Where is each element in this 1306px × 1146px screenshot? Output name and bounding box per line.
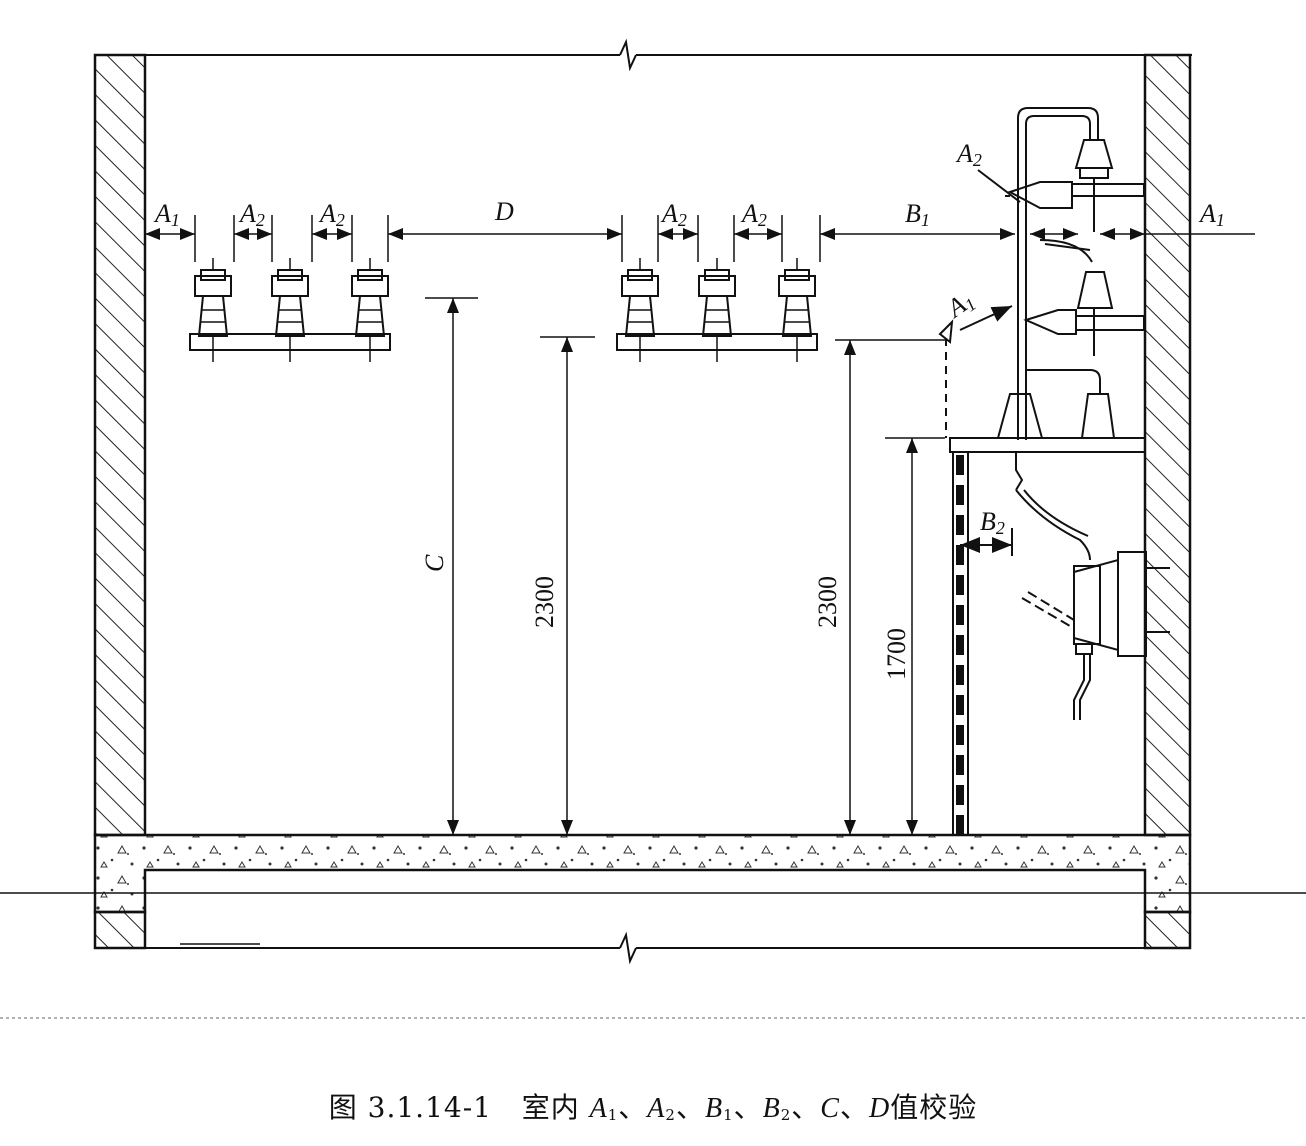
caption-b: B [762,1093,781,1124]
caption-b: B [704,1093,724,1124]
caption-a2-sub: 2 [665,1106,676,1124]
dim-2300-middle: 2300 [530,576,559,628]
caption-a1-sub: 1 [607,1106,619,1124]
ceiling-line [95,38,1192,72]
insulator-group-middle [616,257,818,363]
label-b2: B2 [980,507,1005,538]
left-wall [93,53,147,950]
figure-caption: 图 3.1.14-1 室内 A1、A2、B1、B2、C、D值校验 [0,1086,1306,1126]
caption-a: A [589,1093,608,1124]
horizontal-dimension-chain [145,215,1255,262]
label-a2-mid-1: A2 [660,199,687,230]
label-a1-left: A1 [153,199,180,230]
caption-text-before: 室内 [521,1091,580,1124]
caption-sep: 、 [733,1091,763,1124]
label-d: D [494,197,514,226]
dim-1700: 1700 [882,628,911,680]
label-b1: B1 [905,199,930,230]
caption-a: A [647,1093,666,1124]
caption-b1-sub: 1 [723,1106,734,1124]
caption-sep: 、 [839,1091,869,1124]
caption-sep: 、 [791,1091,821,1124]
caption-b2-sub: 2 [780,1106,792,1124]
caption-d: D [869,1093,891,1124]
label-a1-right: A1 [1198,199,1225,230]
label-c: C [420,554,449,572]
label-a2-mid-2: A2 [740,199,767,230]
insulator-group-left [189,257,391,363]
right-wall [1143,53,1192,950]
caption-sep: 、 [675,1091,705,1124]
switchgear-assembly [938,107,1170,835]
caption-sep: 、 [618,1091,648,1124]
dim-2300-right: 2300 [813,576,842,628]
floor-slab [0,833,1306,965]
label-a2-left-2: A2 [318,199,345,230]
label-a2-right: A2 [955,139,982,170]
label-a1-diagonal: A1 [940,285,980,326]
caption-c: C [820,1093,840,1124]
caption-prefix: 图 3.1.14-1 [328,1091,492,1124]
vertical-dimensions [425,297,945,835]
caption-text-after: 值校验 [890,1091,978,1124]
label-a2-left-1: A2 [238,199,265,230]
